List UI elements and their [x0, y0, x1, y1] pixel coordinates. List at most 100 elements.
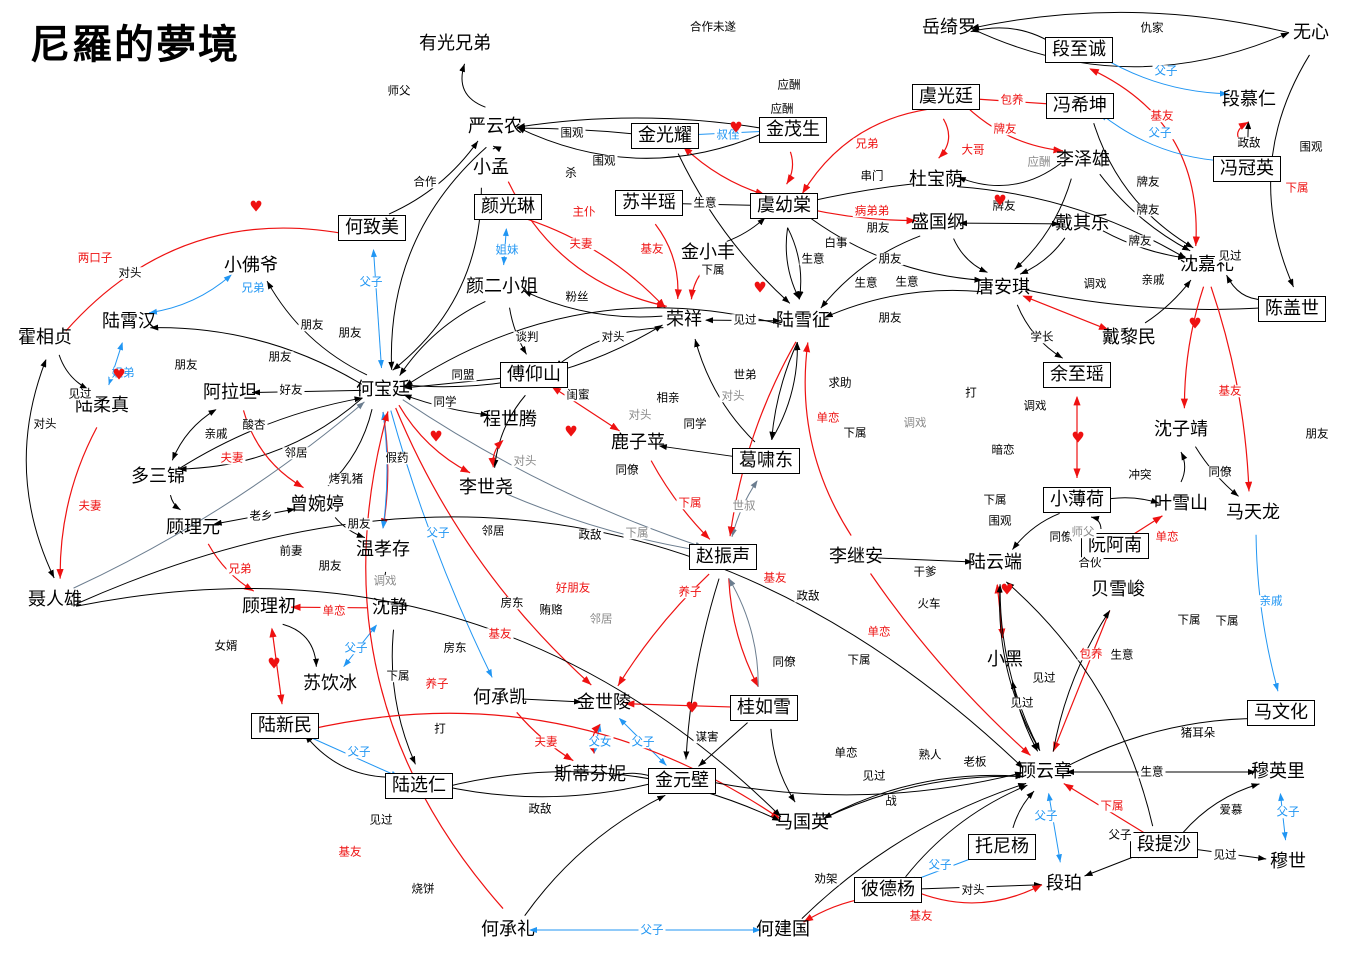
node-duosanjin[interactable]: 多三锦 [131, 466, 185, 487]
edge-label: 姐妹 [493, 242, 521, 257]
node-wuxin[interactable]: 无心 [1293, 22, 1329, 43]
node-yanerxiaojie[interactable]: 颜二小姐 [466, 276, 538, 297]
edge-label: 世叔 [730, 498, 758, 513]
node-wenxiaocun[interactable]: 温孝存 [356, 539, 410, 560]
node-bideyang[interactable]: 彼德杨 [854, 877, 922, 903]
node-hebaoting[interactable]: 何宝廷 [356, 379, 410, 400]
node-tanganqi[interactable]: 唐安琪 [976, 277, 1030, 298]
node-beixuejun[interactable]: 贝雪峻 [1091, 579, 1145, 600]
node-hejianguo[interactable]: 何建国 [756, 919, 810, 940]
node-yuzhiyao[interactable]: 余至瑶 [1043, 362, 1111, 388]
node-gulii yuan[interactable]: 顾理元 [166, 517, 220, 538]
edge [771, 342, 801, 440]
node-sidifenni[interactable]: 斯蒂芬妮 [554, 764, 626, 785]
node-chengaishi[interactable]: 陈盖世 [1258, 296, 1326, 322]
node-yexueshan[interactable]: 叶雪山 [1154, 493, 1208, 514]
node-luziping[interactable]: 鹿子苹 [611, 432, 665, 453]
node-mushi[interactable]: 穆世 [1270, 851, 1306, 872]
node-gulichu[interactable]: 顾理初 [242, 596, 296, 617]
edge [395, 407, 592, 686]
edge-label: 同僚 [1206, 464, 1234, 479]
node-hechengli[interactable]: 何承礼 [481, 919, 535, 940]
node-nierenxiong[interactable]: 聂人雄 [28, 589, 82, 610]
node-xiaofoye[interactable]: 小佛爷 [224, 255, 278, 276]
node-yueqiluo[interactable]: 岳绮罗 [922, 17, 976, 38]
node-lishiyao[interactable]: 李世尧 [459, 477, 513, 498]
edge-label: 谋害 [693, 729, 721, 744]
node-yuyoutang[interactable]: 虞幼棠 [750, 193, 818, 219]
node-duanzhicheng[interactable]: 段至诚 [1045, 37, 1113, 63]
node-tongniyang[interactable]: 托尼杨 [968, 834, 1036, 860]
node-hezhimei[interactable]: 何致美 [338, 215, 406, 241]
node-matianlong[interactable]: 马天龙 [1226, 502, 1280, 523]
node-jinshiling[interactable]: 金世陵 [577, 692, 631, 713]
node-hechengkai[interactable]: 何承凯 [473, 687, 527, 708]
node-muyingli[interactable]: 穆英里 [1251, 761, 1305, 782]
node-fengguanying[interactable]: 冯冠英 [1213, 156, 1281, 182]
edge-label: 亲戚 [202, 426, 230, 441]
node-duantisha[interactable]: 段提沙 [1130, 832, 1198, 858]
node-lizexiong[interactable]: 李泽雄 [1056, 149, 1110, 170]
node-dailimin[interactable]: 戴黎民 [1102, 327, 1156, 348]
edge-label: 生意 [1108, 647, 1136, 662]
node-yanguanglin[interactable]: 颜光琳 [474, 194, 542, 220]
node-shengguogang[interactable]: 盛国纲 [911, 212, 965, 233]
edge-label: 前妻 [277, 543, 305, 558]
node-shenjing[interactable]: 沈静 [372, 597, 408, 618]
node-daiqile[interactable]: 戴其乐 [1055, 213, 1109, 234]
node-ruanan[interactable]: 阮阿南 [1081, 533, 1149, 559]
edge-label: 同盟 [449, 367, 477, 382]
edge-label: 见过 [1216, 248, 1244, 263]
node-jinguangyao[interactable]: 金光耀 [631, 123, 699, 149]
node-xiaohei[interactable]: 小黑 [987, 649, 1023, 670]
node-rongxiang[interactable]: 荣祥 [666, 309, 702, 330]
node-suyinbing[interactable]: 苏饮冰 [303, 673, 357, 694]
edge-label: 姐弟 [109, 365, 137, 380]
node-alatan[interactable]: 阿拉坦 [203, 382, 257, 403]
edge [492, 145, 502, 153]
node-zhaozhensheng[interactable]: 赵振声 [689, 544, 757, 570]
edge [169, 495, 181, 511]
node-huoxiangzhen[interactable]: 霍相贞 [18, 327, 72, 348]
node-luroizhen[interactable]: 陆柔真 [75, 395, 129, 416]
node-xiaobohe[interactable]: 小薄荷 [1043, 487, 1111, 513]
node-maguoying[interactable]: 马国英 [775, 812, 829, 833]
node-duanpo[interactable]: 段珀 [1046, 873, 1082, 894]
node-xiaomeng[interactable]: 小孟 [473, 157, 509, 178]
node-luyunduan[interactable]: 陆云端 [968, 552, 1022, 573]
edge [823, 773, 1024, 819]
edge-label: 朋友 [336, 325, 364, 340]
node-jinmaosheng[interactable]: 金茂生 [759, 117, 827, 143]
edge-label: 夫妻 [218, 450, 246, 465]
node-suBanyao[interactable]: 苏半瑶 [615, 190, 683, 216]
node-luxuanren[interactable]: 陆选仁 [385, 773, 453, 799]
node-shenzijing[interactable]: 沈子靖 [1154, 419, 1208, 440]
edge-label: 父子 [1146, 125, 1174, 140]
node-youguangxiongdi[interactable]: 有光兄弟 [419, 33, 491, 54]
edge [251, 389, 362, 396]
node-fuyangshan[interactable]: 傅仰山 [500, 362, 568, 388]
node-chengshiteng[interactable]: 程世腾 [483, 409, 537, 430]
heart-icon: ♥ [267, 654, 281, 673]
page-title: 尼羅的夢境 [30, 21, 240, 68]
edge-label: 烧饼 [409, 881, 437, 896]
edge-label: 包养 [998, 92, 1026, 107]
node-luxuezheng[interactable]: 陆雪征 [776, 310, 830, 331]
node-yuguangting[interactable]: 虞光廷 [912, 84, 980, 110]
node-dubaoyin[interactable]: 杜宝荫 [909, 169, 963, 190]
node-lijian[interactable]: 李继安 [829, 546, 883, 567]
node-fengxikun[interactable]: 冯希坤 [1046, 93, 1114, 119]
edge-label: 夫妻 [532, 734, 560, 749]
edge-label: 牌友 [1126, 233, 1154, 248]
node-jinyuanbi[interactable]: 金元壁 [648, 768, 716, 794]
node-guyunzhang[interactable]: 顾云章 [1018, 761, 1072, 782]
node-duanmuren[interactable]: 段慕仁 [1222, 89, 1276, 110]
node-luxiaohan[interactable]: 陆霄汉 [102, 311, 156, 332]
node-mawenhua[interactable]: 马文化 [1247, 700, 1315, 726]
node-yanyunnong[interactable]: 严云农 [468, 116, 522, 137]
node-luxinmin[interactable]: 陆新民 [251, 713, 319, 739]
node-gexiaodong[interactable]: 葛啸东 [732, 448, 800, 474]
node-jinxiaofeng[interactable]: 金小丰 [681, 242, 735, 263]
node-guiruxue[interactable]: 桂如雪 [730, 695, 798, 721]
node-zengwanting[interactable]: 曾婉婷 [290, 494, 344, 515]
